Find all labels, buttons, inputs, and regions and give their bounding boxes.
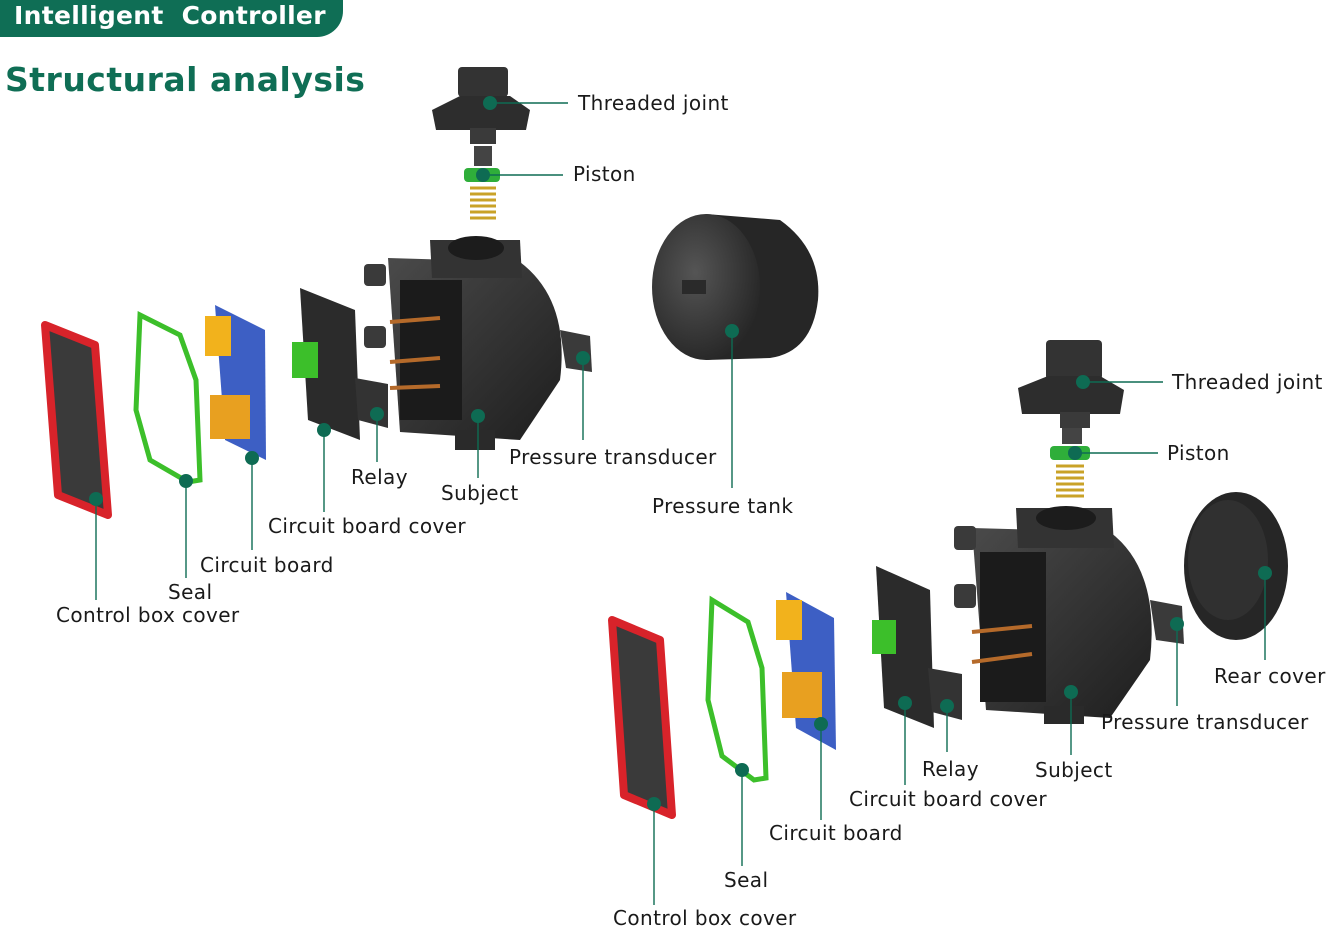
right-threaded-joint-shape bbox=[1018, 340, 1124, 428]
right-label-rear-cover: Rear cover bbox=[1214, 664, 1326, 688]
left-label-circuit-board-cover: Circuit board cover bbox=[268, 514, 467, 538]
right-control-box-cover-shape bbox=[608, 616, 676, 819]
left-label-pressure-transducer: Pressure transducer bbox=[509, 445, 717, 469]
left-piston-shape bbox=[464, 146, 500, 220]
left-label-seal: Seal bbox=[168, 580, 213, 604]
right-label-circuit-board: Circuit board bbox=[769, 821, 903, 845]
left-label-piston: Piston bbox=[573, 162, 636, 186]
left-control-box-cover-shape bbox=[41, 321, 112, 519]
left-label-threaded-joint: Threaded joint bbox=[578, 91, 729, 115]
left-threaded-joint-shape bbox=[432, 67, 530, 144]
left-assembly bbox=[41, 67, 819, 519]
right-subject-shape bbox=[954, 506, 1184, 724]
header-title: Intelligent Controller bbox=[14, 1, 326, 30]
left-label-control-box-cover: Control box cover bbox=[56, 603, 240, 627]
section-title: Structural analysis bbox=[5, 60, 366, 99]
right-label-subject: Subject bbox=[1035, 758, 1113, 782]
left-label-pressure-tank: Pressure tank bbox=[652, 494, 794, 518]
right-circuit-board-shape bbox=[776, 592, 836, 750]
right-piston-shape bbox=[1050, 428, 1090, 498]
left-circuit-board-shape bbox=[205, 305, 266, 460]
right-label-pressure-transducer: Pressure transducer bbox=[1101, 710, 1309, 734]
header-tab: Intelligent Controller bbox=[0, 0, 343, 37]
left-label-circuit-board: Circuit board bbox=[200, 553, 334, 577]
left-seal-shape bbox=[133, 311, 203, 485]
left-pressure-tank-shape bbox=[652, 214, 819, 360]
right-assembly bbox=[608, 340, 1288, 819]
right-label-seal: Seal bbox=[724, 868, 769, 892]
left-label-subject: Subject bbox=[441, 481, 519, 505]
right-label-piston: Piston bbox=[1167, 441, 1230, 465]
right-seal-shape bbox=[705, 595, 769, 783]
right-label-circuit-board-cover: Circuit board cover bbox=[849, 787, 1048, 811]
right-label-control-box-cover: Control box cover bbox=[613, 906, 797, 930]
left-label-relay: Relay bbox=[351, 465, 408, 489]
right-label-relay: Relay bbox=[922, 757, 979, 781]
left-subject-shape bbox=[364, 236, 592, 450]
right-label-threaded-joint: Threaded joint bbox=[1172, 370, 1323, 394]
leader-lines bbox=[95, 102, 1266, 905]
right-rear-cover-shape bbox=[1184, 492, 1288, 640]
leader-dots bbox=[89, 96, 1272, 811]
